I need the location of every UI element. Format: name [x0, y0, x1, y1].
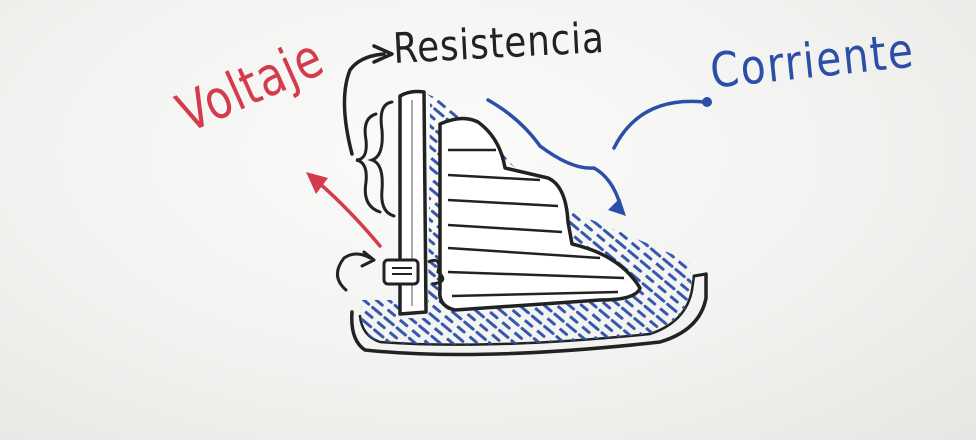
label-resistencia: Resistencia: [392, 17, 606, 70]
voltaje-arrow: [306, 172, 380, 246]
brace-marks: [356, 102, 394, 216]
resistencia-arrow: [344, 46, 392, 154]
